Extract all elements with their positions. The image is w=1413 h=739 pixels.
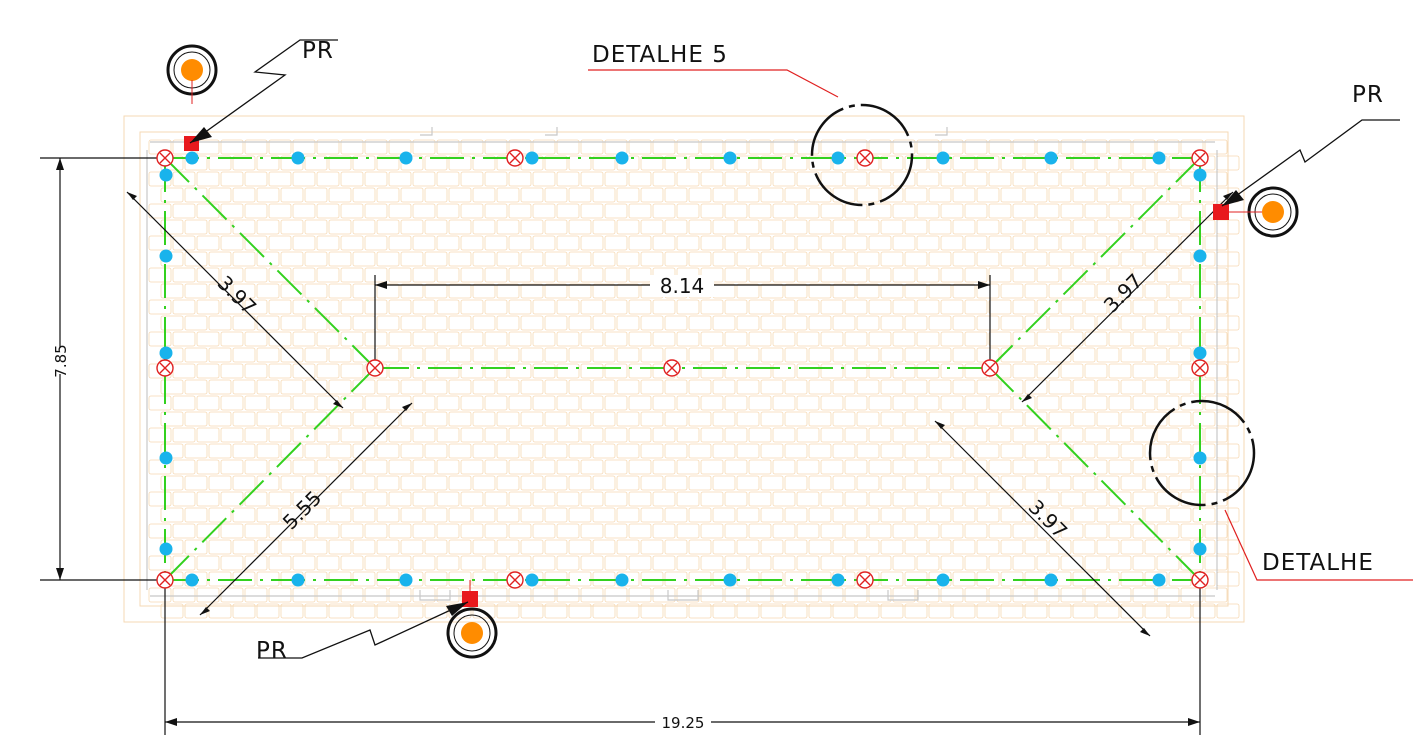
dim-hip-upper-right: 3.97	[1099, 269, 1147, 317]
detail-right-circle	[1148, 399, 1256, 507]
blue-point	[1044, 151, 1058, 165]
downspout-top-left-icon	[181, 59, 203, 81]
drop-marker-icon	[981, 359, 999, 377]
dim-hip-lower-right: 3.97	[1024, 495, 1072, 543]
drop-marker-icon	[856, 571, 874, 589]
downspout-bottom-icon	[461, 622, 483, 644]
downspout-top-left-label: PR	[302, 38, 334, 64]
blue-point	[185, 573, 199, 587]
drop-marker-icon	[156, 359, 174, 377]
blue-point	[936, 573, 950, 587]
blue-point	[291, 151, 305, 165]
drain-lines	[164, 157, 1201, 581]
blue-point	[159, 542, 173, 556]
blue-point	[615, 573, 629, 587]
detail-leaders	[588, 69, 1413, 581]
blue-point	[723, 573, 737, 587]
blue-point	[1152, 573, 1166, 587]
blue-point	[399, 573, 413, 587]
blue-point	[525, 573, 539, 587]
blue-point	[159, 451, 173, 465]
drop-marker-icon	[506, 571, 524, 589]
blue-point	[723, 151, 737, 165]
blue-point	[291, 573, 305, 587]
drop-marker-icon	[366, 359, 384, 377]
blue-point	[1193, 168, 1207, 182]
downspout-bottom: PR	[256, 580, 498, 664]
drop-marker-icon	[156, 149, 174, 167]
drop-marker-icon	[1191, 149, 1209, 167]
detail-circles	[810, 103, 1256, 507]
blue-point	[159, 249, 173, 263]
blue-point	[1044, 573, 1058, 587]
drop-markers	[156, 149, 1209, 589]
downspout-right-icon	[1262, 201, 1284, 223]
blue-point	[936, 151, 950, 165]
blue-point	[525, 151, 539, 165]
blue-point	[159, 346, 173, 360]
blue-point	[1193, 249, 1207, 263]
dim-hip-lower-left: 5.55	[278, 486, 326, 534]
detail-5-circle	[810, 103, 914, 207]
drop-marker-icon	[663, 359, 681, 377]
blue-point	[831, 573, 845, 587]
detail-5-label: DETALHE 5	[592, 42, 728, 68]
drop-marker-icon	[1191, 359, 1209, 377]
blue-point	[1193, 542, 1207, 556]
blue-point	[1193, 451, 1207, 465]
collection-points	[159, 151, 1207, 587]
downspout-right: PR	[1213, 82, 1400, 238]
blue-point	[159, 168, 173, 182]
roof-tile-area	[123, 115, 1245, 623]
drop-marker-icon	[1191, 571, 1209, 589]
blue-point	[185, 151, 199, 165]
gutter-lines	[146, 127, 1218, 601]
blue-point	[399, 151, 413, 165]
blue-point	[615, 151, 629, 165]
dim-width-total: 19.25	[662, 714, 705, 732]
drop-marker-icon	[506, 149, 524, 167]
drop-marker-icon	[856, 149, 874, 167]
drop-marker-icon	[156, 571, 174, 589]
downspout-bottom-label: PR	[256, 638, 288, 664]
dim-hip-upper-left: 3.97	[213, 271, 261, 319]
detail-right-label: DETALHE	[1262, 550, 1374, 576]
dim-height-total: 7.85	[52, 344, 70, 377]
downspout-top-left: PR	[166, 38, 338, 151]
blue-point	[1152, 151, 1166, 165]
blue-point	[1193, 346, 1207, 360]
dim-ridge-length: 8.14	[660, 274, 705, 298]
dimension-labels: 7.85 19.25 8.14 3.97 3.97 3.97 5.55	[50, 269, 1147, 732]
blue-point	[831, 151, 845, 165]
downspout-right-label: PR	[1352, 82, 1384, 108]
